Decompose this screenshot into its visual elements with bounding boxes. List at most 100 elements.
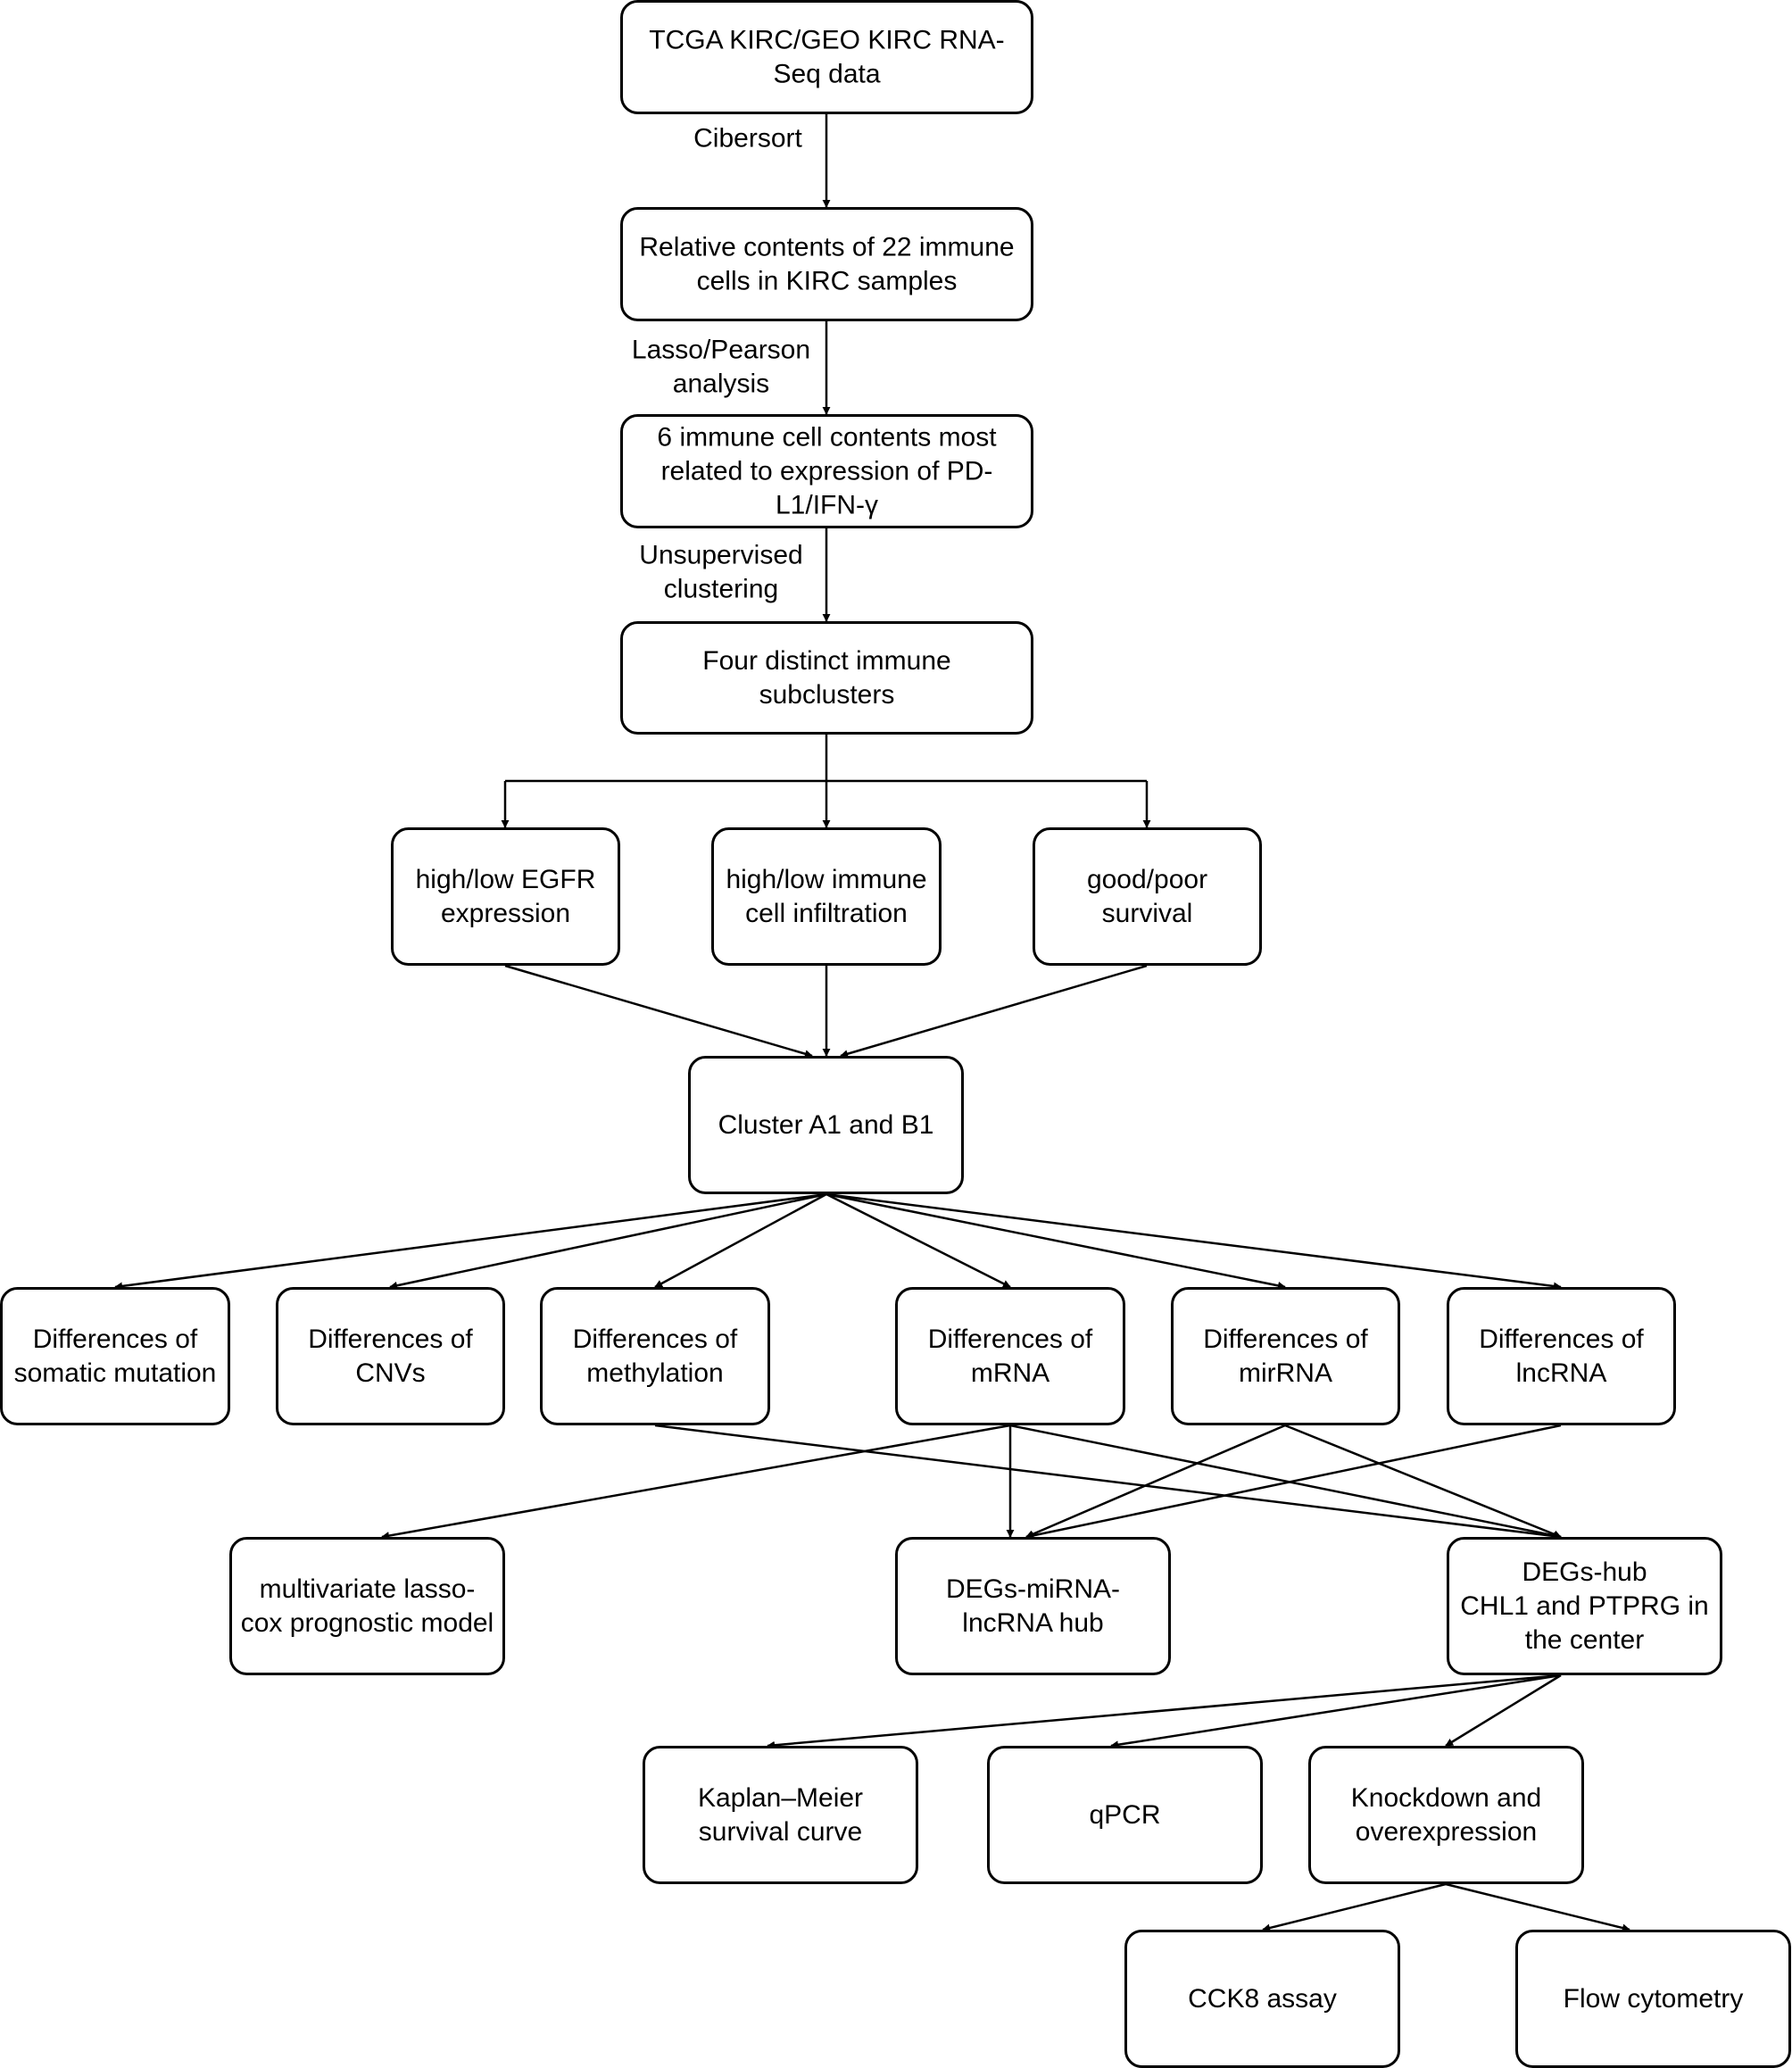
- arrow-hub-to-knock: [1445, 1674, 1562, 1748]
- arrow-knock-to-flow: [1445, 1882, 1630, 1932]
- arrow-mirna-to-hub: [1284, 1424, 1562, 1539]
- arrow-hub-to-qpcr: [1110, 1674, 1562, 1749]
- node-somatic: Differences of somatic mutation: [0, 1287, 230, 1425]
- arrow-hub-to-km: [767, 1674, 1562, 1749]
- node-label-surv-line2: survival: [1102, 899, 1193, 928]
- arrow-egfr-to-cluster: [504, 964, 813, 1059]
- node-label-hub-line1: DEGs-hub: [1522, 1557, 1647, 1587]
- arrow-meth-to-hub: [654, 1424, 1562, 1541]
- node-label-hub-line3: the center: [1525, 1625, 1644, 1655]
- node-label-somatic-line1: Differences of: [33, 1325, 198, 1354]
- node-box-flow: [1515, 1930, 1791, 2068]
- arrow-cluster-to-cnv: [389, 1192, 827, 1290]
- node-label-six-line3: L1/IFN-γ: [776, 491, 878, 520]
- node-cck8: CCK8 assay: [1124, 1930, 1400, 2068]
- node-lnc: Differences of lncRNA: [1447, 1287, 1676, 1425]
- node-box-cluster: [688, 1056, 964, 1194]
- node-box-six: [620, 414, 1033, 528]
- node-tcga: TCGA KIRC/GEO KIRC RNA-Seq data: [620, 0, 1033, 114]
- node-label-km-line2: survival curve: [699, 1817, 862, 1847]
- node-label-infil-line1: high/low immune: [726, 865, 926, 894]
- node-label-mrna-line1: Differences of: [928, 1325, 1093, 1354]
- node-label-six-line2: related to expression of PD-: [661, 457, 993, 486]
- node-label-six-line1: 6 immune cell contents most: [657, 423, 997, 453]
- node-label-relative-line1: Relative contents of 22 immune: [639, 233, 1014, 262]
- node-label-mirna-line1: Differences of: [1203, 1325, 1368, 1354]
- edge-label-cibersort-line1: Cibersort: [693, 124, 802, 154]
- node-label-relative-line2: cells in KIRC samples: [697, 267, 958, 296]
- node-box-mirna: [1171, 1287, 1400, 1425]
- node-box-km: [643, 1746, 918, 1884]
- node-label-km-line1: Kaplan–Meier: [698, 1783, 863, 1813]
- edge-label-lasso_pearson-line1: Lasso/Pearson: [632, 336, 810, 365]
- node-label-four-line2: subclusters: [759, 680, 895, 710]
- node-label-flow-line1: Flow cytometry: [1564, 1984, 1744, 2014]
- node-box-tcga: [620, 0, 1033, 114]
- node-lasso: multivariate lasso-cox prognostic model: [229, 1537, 505, 1675]
- node-label-infil-line2: cell infiltration: [745, 899, 908, 928]
- node-box-relative: [620, 207, 1033, 321]
- node-box-mrna: [895, 1287, 1125, 1425]
- node-infil: high/low immune cell infiltration: [711, 827, 942, 966]
- node-box-four: [620, 621, 1033, 735]
- node-relative: Relative contents of 22 immune cells in K…: [620, 207, 1033, 321]
- node-box-somatic: [0, 1287, 230, 1425]
- edge-label-lasso_pearson-line2: analysis: [673, 370, 769, 399]
- node-cluster: Cluster A1 and B1: [688, 1056, 964, 1194]
- edge-label-unsupervised-line1: Unsupervised: [639, 541, 802, 570]
- arrow-cluster-to-meth: [654, 1192, 827, 1289]
- node-box-meth: [540, 1287, 770, 1425]
- node-box-lnc: [1447, 1287, 1676, 1425]
- node-box-egfr: [391, 827, 620, 966]
- node-label-lasso-line1: multivariate lasso-: [260, 1574, 476, 1604]
- arrow-surv-to-cluster: [840, 964, 1148, 1059]
- node-mirna: Differences of mirRNA: [1171, 1287, 1400, 1425]
- node-knock: Knockdown and overexpression: [1308, 1746, 1584, 1884]
- node-label-hub-line2: CHL1 and PTPRG in: [1460, 1591, 1708, 1621]
- node-four: Four distinct immune subclusters: [620, 621, 1033, 735]
- node-egfr: high/low EGFR expression: [391, 827, 620, 966]
- node-box-qpcr: [987, 1746, 1263, 1884]
- node-degmi: DEGs-miRNA-lncRNA hub: [895, 1537, 1171, 1675]
- node-box-degmi: [895, 1537, 1171, 1675]
- node-label-lnc-line2: lncRNA: [1516, 1358, 1607, 1388]
- arrow-mirna-to-degmi: [1025, 1424, 1286, 1539]
- node-label-qpcr-line1: qPCR: [1089, 1800, 1160, 1830]
- node-label-somatic-line2: somatic mutation: [14, 1358, 217, 1388]
- node-label-egfr-line2: expression: [441, 899, 570, 928]
- arrow-mrna-to-lasso: [381, 1424, 1011, 1541]
- node-cnv: Differences of CNVs: [276, 1287, 505, 1425]
- node-label-mirna-line2: mirRNA: [1239, 1358, 1332, 1388]
- node-label-four-line1: Four distinct immune: [702, 646, 950, 676]
- node-label-tcga-line2: Seq data: [773, 60, 880, 89]
- node-km: Kaplan–Meier survival curve: [643, 1746, 918, 1884]
- node-label-cnv-line2: CNVs: [355, 1358, 425, 1388]
- node-box-cck8: [1124, 1930, 1400, 2068]
- arrow-knock-to-cck8: [1262, 1882, 1447, 1932]
- node-label-lnc-line1: Differences of: [1479, 1325, 1644, 1354]
- node-label-cluster-line1: Cluster A1 and B1: [718, 1110, 934, 1140]
- arrow-lnc-to-degmi: [1025, 1424, 1562, 1540]
- node-six: 6 immune cell contents most related to ex…: [620, 414, 1033, 528]
- node-label-cnv-line1: Differences of: [308, 1325, 473, 1354]
- node-label-knock-line2: overexpression: [1356, 1817, 1537, 1847]
- node-label-cck8-line1: CCK8 assay: [1188, 1984, 1337, 2014]
- node-label-egfr-line1: high/low EGFR: [416, 865, 596, 894]
- node-label-meth-line1: Differences of: [573, 1325, 738, 1354]
- edge-label-unsupervised-line2: clustering: [664, 575, 778, 604]
- node-label-knock-line1: Knockdown and: [1351, 1783, 1542, 1813]
- node-label-degmi-line1: DEGs-miRNA-: [946, 1574, 1120, 1604]
- node-label-degmi-line2: lncRNA hub: [962, 1608, 1103, 1638]
- node-box-hub: [1447, 1537, 1722, 1675]
- node-box-knock: [1308, 1746, 1584, 1884]
- arrow-cluster-to-somatic: [114, 1192, 827, 1291]
- node-label-lasso-line2: cox prognostic model: [241, 1608, 494, 1638]
- node-box-surv: [1033, 827, 1262, 966]
- arrow-cluster-to-mirna: [825, 1192, 1286, 1290]
- edges-layer: [114, 114, 1630, 1932]
- node-box-infil: [711, 827, 942, 966]
